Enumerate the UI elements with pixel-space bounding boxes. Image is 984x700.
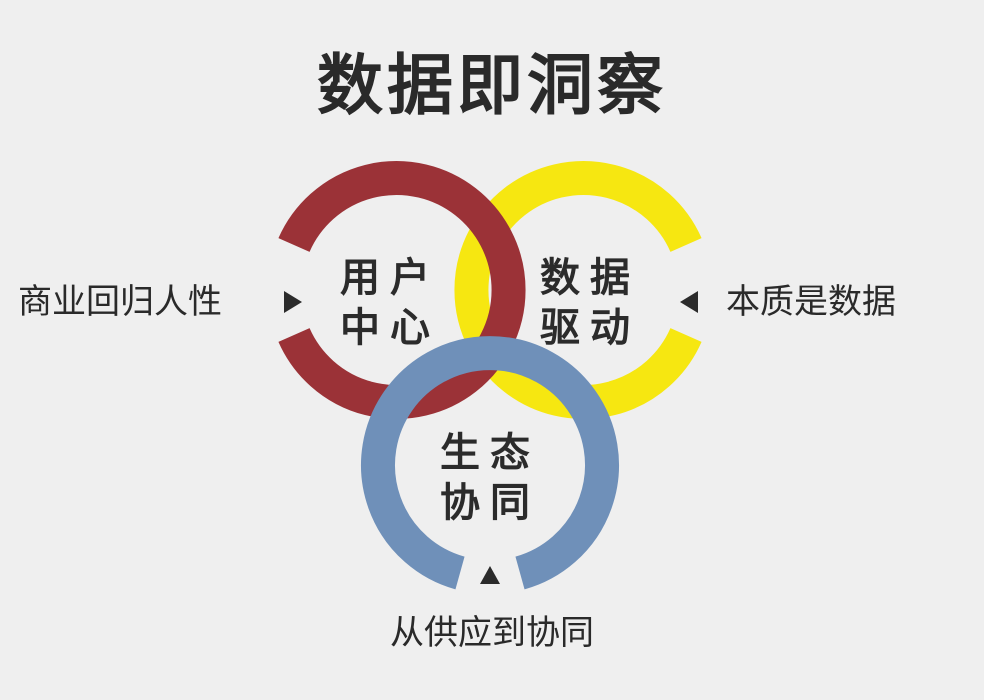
- right-label: 本质是数据: [726, 282, 896, 322]
- yellow-ring-label: 数据 驱动: [520, 253, 660, 353]
- triangle-left-icon: [680, 291, 698, 313]
- red-ring-line1: 用户: [340, 254, 440, 301]
- yellow-ring-line1: 数据: [540, 254, 640, 301]
- page-title: 数据即洞察: [317, 46, 667, 124]
- triangle-up-icon: [480, 566, 500, 584]
- red-ring-line2: 中心: [340, 304, 440, 351]
- blue-ring: [361, 336, 619, 590]
- blue-ring-line1: 生态: [440, 429, 540, 476]
- blue-ring-label: 生态 协同: [420, 428, 560, 528]
- red-ring-label: 用户 中心: [320, 253, 460, 353]
- yellow-ring: [454, 161, 702, 419]
- blue-ring-line2: 协同: [440, 479, 540, 526]
- triangle-right-icon: [284, 291, 302, 313]
- left-label: 商业回归人性: [18, 282, 222, 322]
- bottom-label: 从供应到协同: [390, 613, 594, 653]
- red-ring: [278, 161, 526, 419]
- yellow-ring-line2: 驱动: [540, 304, 640, 351]
